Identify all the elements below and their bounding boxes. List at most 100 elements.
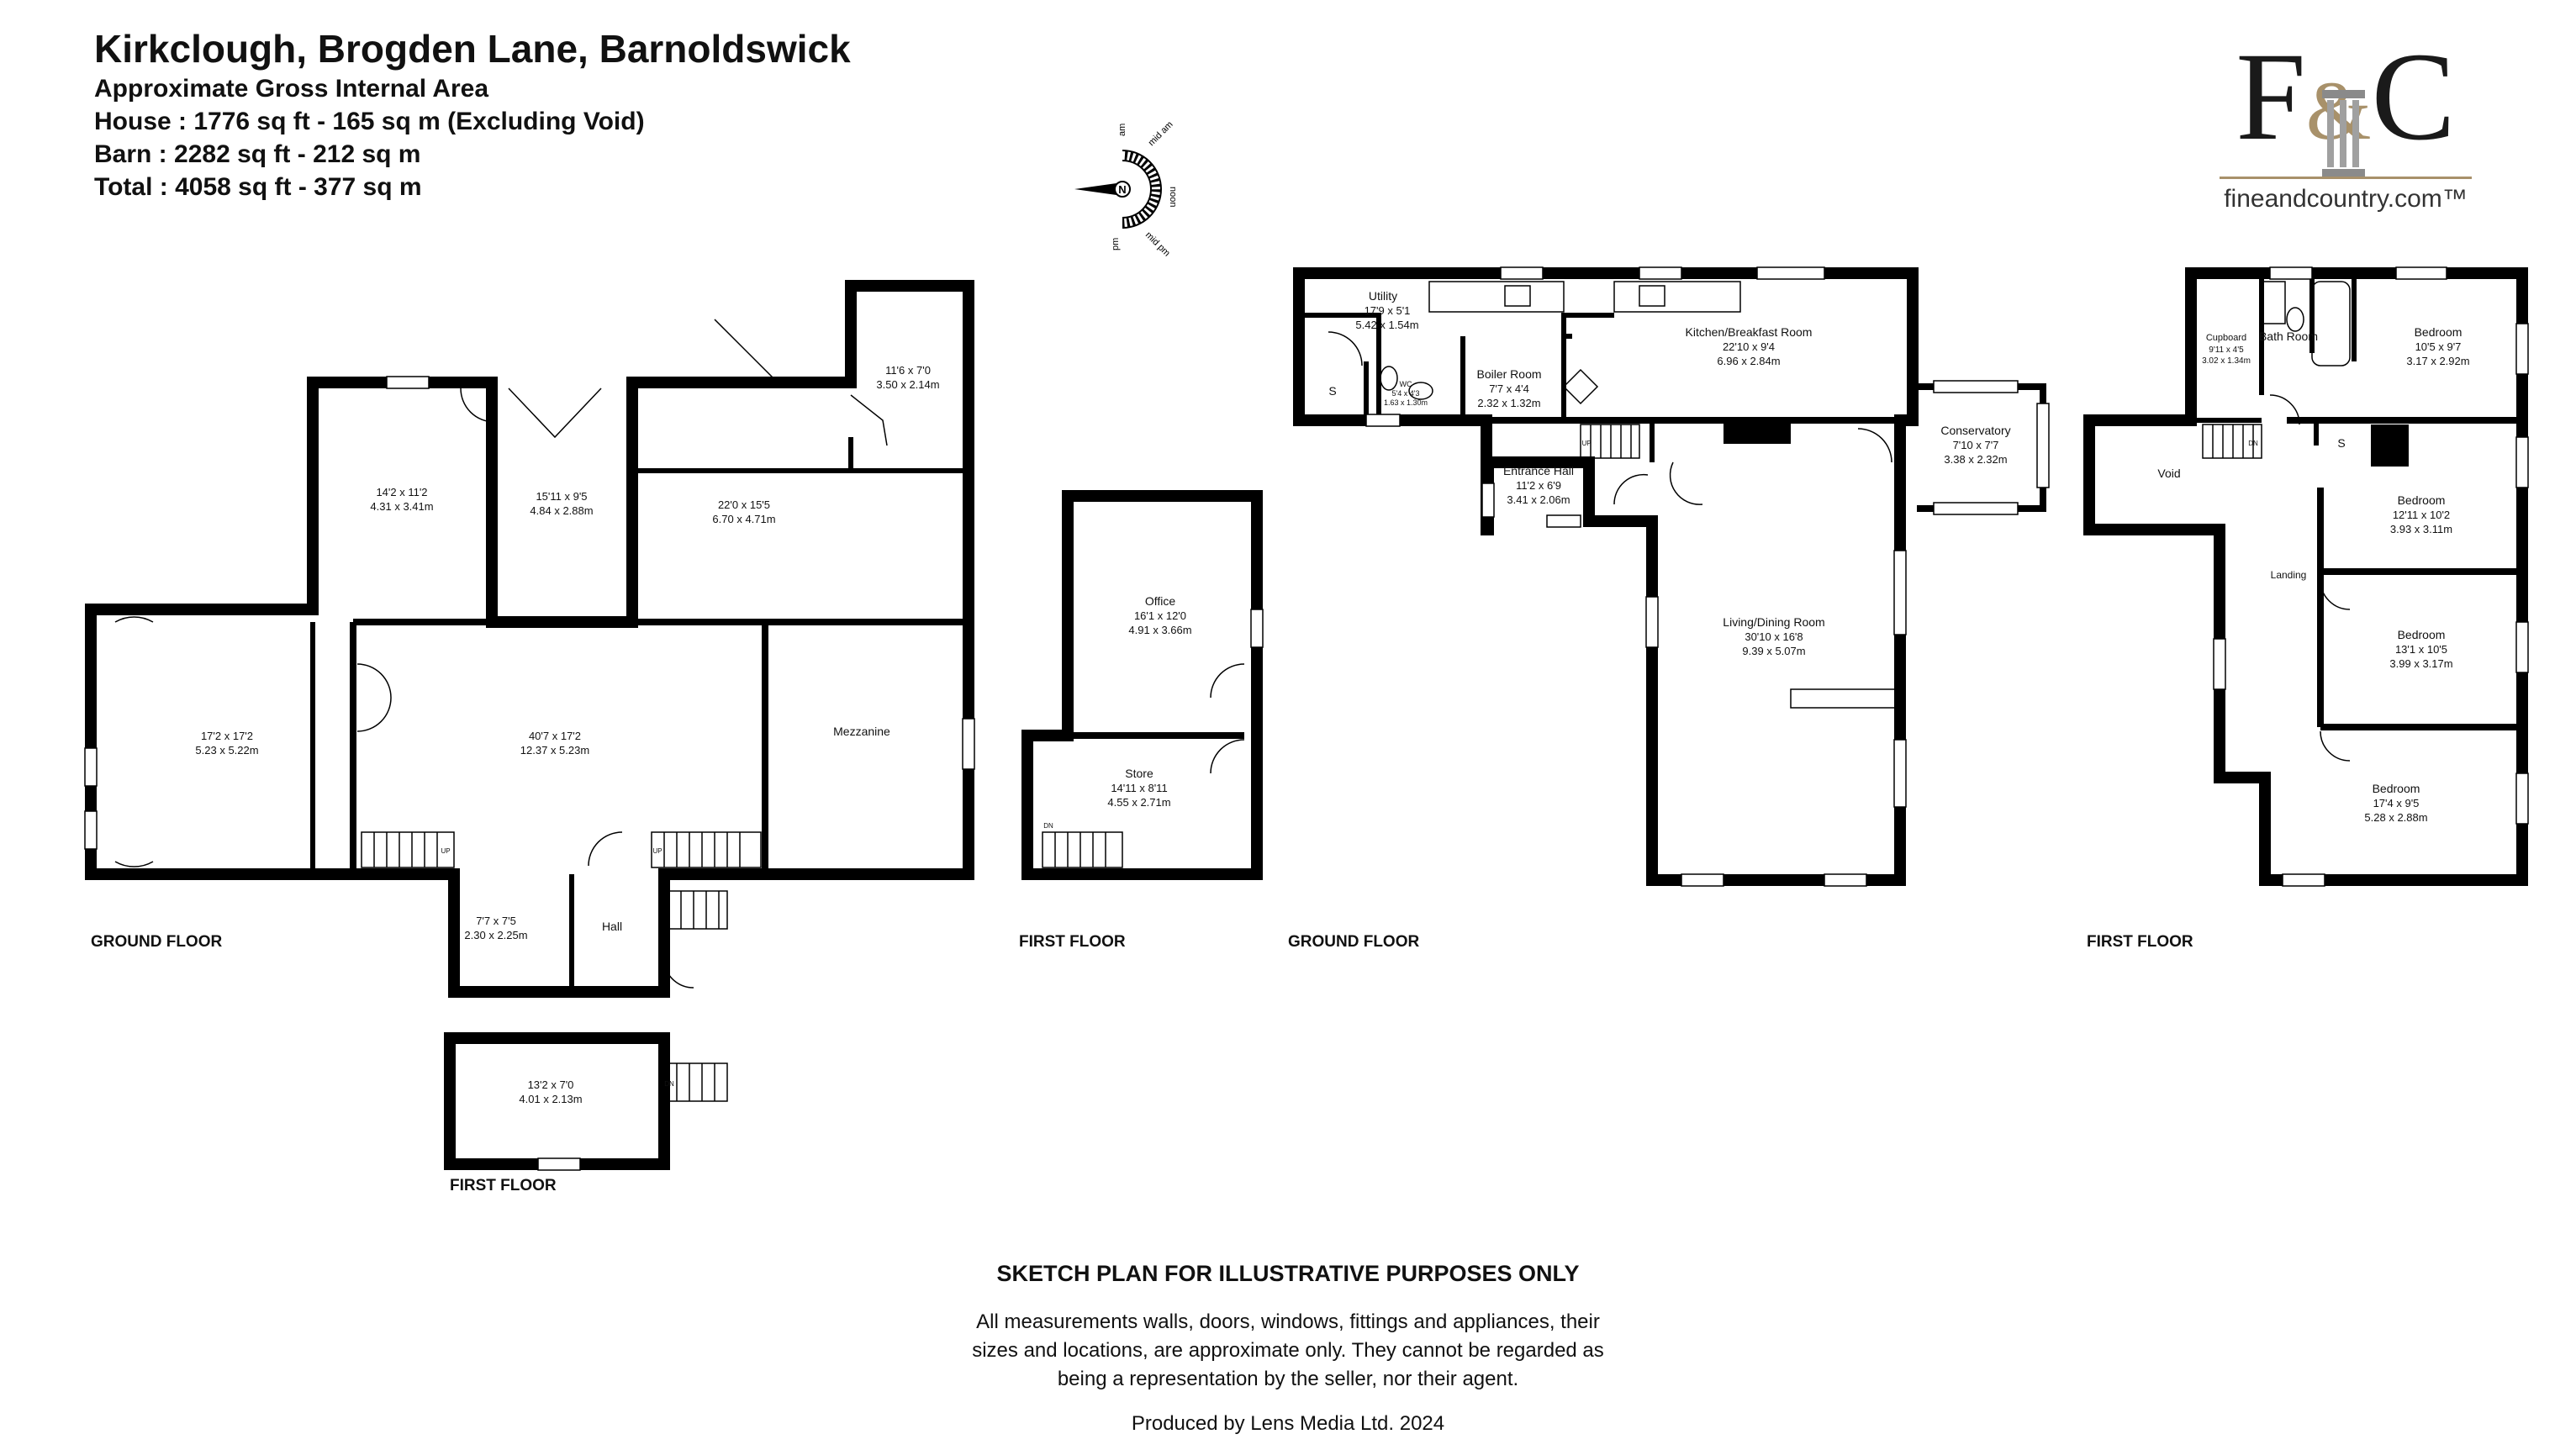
room-name-office: Office	[1145, 594, 1176, 608]
chimney-breast	[1723, 420, 1791, 444]
barn-ground-floor-walls	[85, 280, 974, 998]
floor-label: FIRST FLOOR	[1019, 933, 1126, 951]
house-first-labels: Cupboard 9'11 x 4'5 3.02 x 1.34m Bath Ro…	[2087, 325, 2470, 951]
window	[2395, 266, 2447, 280]
window	[2515, 772, 2529, 825]
window	[2515, 621, 2529, 673]
sink-icon	[1504, 285, 1531, 307]
stairs-barn-right	[651, 831, 762, 868]
window	[962, 718, 975, 770]
room-dim-metric: 4.84 x 2.88m	[530, 504, 593, 517]
property-header: Kirkclough, Brogden Lane, Barnoldswick A…	[94, 25, 851, 203]
house-ground-floor-walls	[1293, 267, 2046, 886]
disclaimer-line: sizes and locations, are approximate onl…	[972, 1339, 1604, 1362]
room-dim: 7'7 x 4'4	[1489, 382, 1529, 395]
barn-ground-labels: 17'2 x 17'2 5.23 x 5.22m 14'2 x 11'2 4.3…	[91, 364, 940, 951]
room-dim-metric: 2.32 x 1.32m	[1477, 397, 1540, 409]
logo-letters: F&C	[2236, 27, 2456, 166]
windows	[84, 266, 2529, 1171]
room-dim: 11'2 x 6'9	[1516, 479, 1561, 492]
stairs-landing	[2202, 424, 2262, 459]
barn-first-floor-walls	[1021, 490, 1263, 880]
door-swings	[114, 319, 2351, 989]
window	[1756, 266, 1825, 280]
room-name-conservatory: Conservatory	[1940, 424, 2010, 437]
room-dim-metric: 3.93 x 3.11m	[2390, 523, 2452, 535]
room-name-kitchen: Kitchen/Breakfast Room	[1686, 325, 1813, 339]
window	[1500, 266, 1544, 280]
room-dim: 9'11 x 4'5	[2209, 345, 2244, 355]
room-dim-metric: 5.42 x 1.54m	[1355, 319, 1418, 331]
floor-label: FIRST FLOOR	[450, 1177, 557, 1194]
room-name-entrance-hall: Entrance Hall	[1503, 464, 1574, 477]
window	[1639, 266, 1682, 280]
door-swing	[1210, 663, 1245, 699]
disclaimer-text: All measurements walls, doors, windows, …	[0, 1308, 2576, 1394]
floor-label: GROUND FLOOR	[1288, 933, 1419, 951]
stair-markers: UP UP DN DN UP DN	[441, 440, 2258, 1088]
room-dim-metric: 3.50 x 2.14m	[876, 378, 939, 391]
barn-annex-walls	[444, 1032, 670, 1170]
room-dim: 12'11 x 10'2	[2393, 509, 2450, 521]
fine-and-country-logo: F&C fineandcountry.com™	[2220, 34, 2489, 227]
stairs	[361, 424, 2262, 1102]
window	[1645, 596, 1659, 648]
worktop	[1613, 281, 1741, 313]
window	[84, 810, 98, 850]
shower-icon	[2259, 281, 2286, 324]
door-swing	[356, 663, 392, 732]
stairs-annex	[663, 1062, 728, 1102]
window	[1933, 380, 2019, 393]
stairs-house	[1580, 424, 1640, 459]
barn-area-line: Barn : 2282 sq ft - 212 sq m	[94, 140, 421, 168]
window	[2515, 436, 2529, 488]
counter	[1790, 688, 1901, 709]
room-dim: 10'5 x 9'7	[2415, 340, 2462, 353]
stairs-barn-hall	[668, 890, 728, 930]
door-swing	[1857, 428, 1892, 463]
room-dim: 13'2 x 7'0	[528, 1078, 574, 1091]
compass-icon: N am mid am noon mid pm pm	[1074, 119, 1178, 259]
room-dim-metric: 5.28 x 2.88m	[2364, 811, 2427, 824]
producer-credit: Produced by Lens Media Ltd. 2024	[1131, 1412, 1445, 1435]
room-dim-metric: 2.30 x 2.25m	[464, 929, 527, 941]
room-dim: 15'11 x 9'5	[536, 490, 587, 503]
room-dim-metric: 4.91 x 3.66m	[1128, 624, 1191, 636]
room-name-wc: WC	[1400, 380, 1412, 388]
store-s: S	[2337, 436, 2345, 450]
up-marker: UP	[652, 847, 662, 855]
door-swing	[2320, 730, 2351, 762]
room-dim: 17'4 x 9'5	[2373, 797, 2420, 809]
pillar-icon	[2322, 90, 2365, 177]
door-swing	[2320, 579, 2351, 610]
worktop	[1428, 281, 1565, 313]
window	[1681, 873, 1724, 887]
window	[1365, 414, 1401, 427]
room-dim: 22'0 x 15'5	[718, 498, 770, 511]
room-name-hall: Hall	[602, 920, 622, 933]
door-swing	[1669, 461, 1703, 505]
floor-label: FIRST FLOOR	[2087, 933, 2193, 951]
room-dim: 14'2 x 11'2	[376, 486, 427, 498]
barn-annex-labels: 13'2 x 7'0 4.01 x 2.13m FIRST FLOOR	[450, 1078, 583, 1194]
hob-icon	[1562, 368, 1599, 405]
floor-label: GROUND FLOOR	[91, 933, 222, 951]
room-dim: 17'2 x 17'2	[201, 730, 253, 742]
window	[84, 747, 98, 787]
logo-rule	[2220, 177, 2472, 179]
room-dim: 40'7 x 17'2	[529, 730, 581, 742]
room-dim-metric: 5.23 x 5.22m	[195, 744, 258, 757]
property-title: Kirkclough, Brogden Lane, Barnoldswick	[94, 27, 851, 71]
door-swing	[1613, 473, 1649, 505]
up-marker: UP	[1581, 440, 1591, 447]
window	[1893, 739, 1907, 808]
house-area-line: House : 1776 sq ft - 165 sq m (Excluding…	[94, 108, 645, 135]
disclaimer-line: All measurements walls, doors, windows, …	[976, 1310, 1600, 1333]
room-name-cupboard: Cupboard	[2206, 333, 2246, 343]
room-dim: 16'1 x 12'0	[1134, 609, 1186, 622]
room-dim: 30'10 x 16'8	[1745, 630, 1803, 643]
room-dim: 7'10 x 7'7	[1953, 439, 1999, 451]
window	[1893, 550, 1907, 635]
door-swing	[588, 831, 623, 867]
